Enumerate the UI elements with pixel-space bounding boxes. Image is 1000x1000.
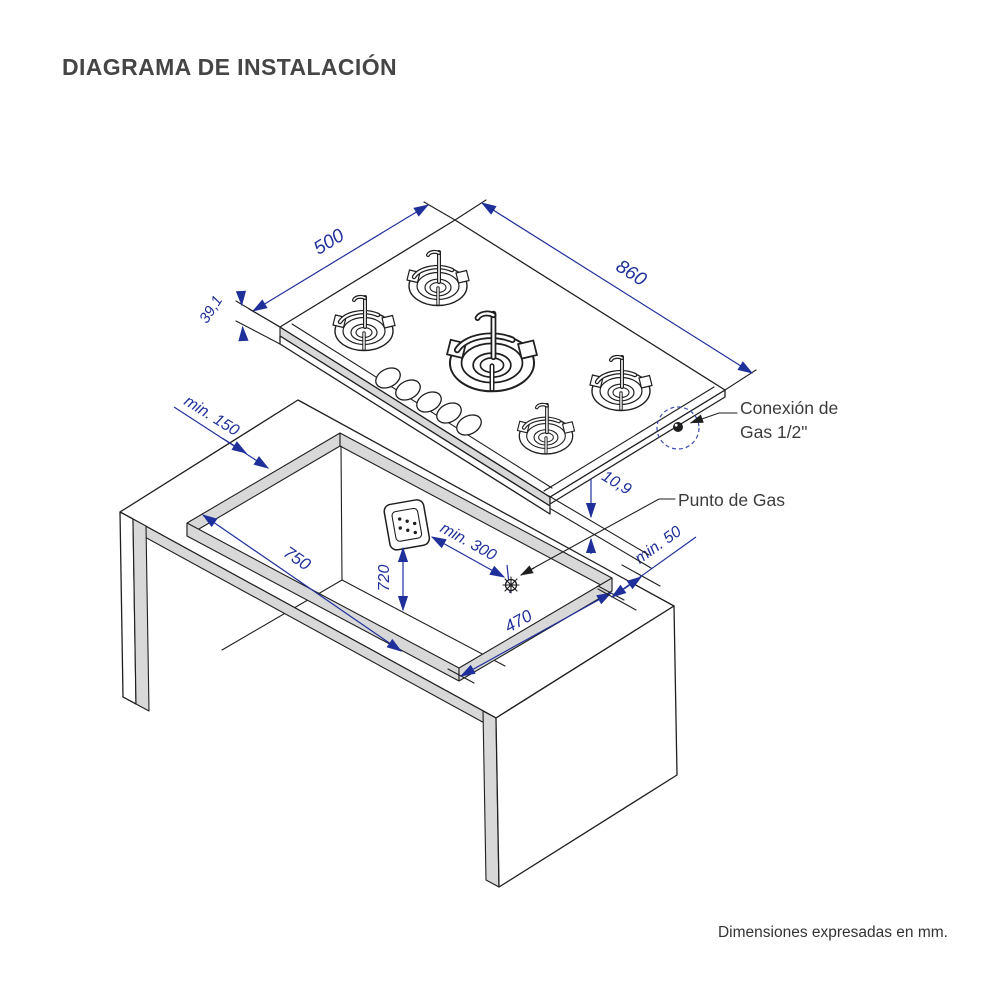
dim-label-front-margin: min. 150 bbox=[181, 393, 242, 440]
control-knobs bbox=[375, 367, 482, 436]
knob bbox=[375, 367, 401, 389]
gas-connection-dot-highlight bbox=[674, 423, 678, 427]
gas-point-label: Punto de Gas bbox=[678, 490, 785, 510]
knob bbox=[395, 379, 421, 401]
leader-arrow bbox=[689, 414, 704, 424]
knob bbox=[436, 402, 462, 424]
knob bbox=[416, 391, 442, 413]
ext-line bbox=[454, 199, 487, 221]
dim-arrow bbox=[623, 576, 643, 590]
dim-line-min300 bbox=[430, 536, 506, 578]
gas-connection-highlight-circle bbox=[656, 406, 700, 450]
callouts: Conexión de Gas 1/2" Punto de Gas bbox=[502, 398, 838, 594]
ext-line bbox=[597, 588, 637, 611]
ext-line bbox=[235, 320, 281, 345]
dim-arrow bbox=[238, 325, 249, 342]
gas-connection-dot bbox=[673, 422, 683, 432]
left-leg-edge bbox=[132, 518, 150, 712]
dim-arrow bbox=[235, 290, 247, 307]
right-leg-face bbox=[495, 605, 678, 888]
ext-line bbox=[548, 495, 650, 556]
dim-line-470 bbox=[459, 592, 613, 677]
knob bbox=[456, 414, 482, 436]
gas-point-leader bbox=[529, 498, 676, 571]
ext-line bbox=[550, 508, 652, 569]
ext-line bbox=[423, 201, 456, 221]
dim-label-thickness: 39,1 bbox=[196, 293, 226, 327]
dim-label-width: 860 bbox=[612, 256, 650, 291]
dim-line-500 bbox=[251, 204, 430, 312]
glass-bezel-right bbox=[543, 386, 715, 492]
dim-label-outlet-height: 720 bbox=[376, 565, 393, 592]
leader-arrow bbox=[520, 565, 535, 576]
page-title: DIAGRAMA DE INSTALACIÓN bbox=[62, 54, 398, 80]
gas-connection-leader bbox=[695, 412, 738, 422]
glass-edge-frame bbox=[279, 335, 551, 515]
dim-label-side-margin: min. 50 bbox=[632, 523, 685, 567]
ext-line bbox=[621, 564, 661, 587]
footer-note: Dimensiones expresadas en mm. bbox=[717, 924, 948, 941]
dim-arrow bbox=[221, 437, 248, 454]
gas-connection-label-line2: Gas 1/2" bbox=[740, 422, 808, 442]
dim-line-860 bbox=[480, 202, 754, 374]
dim-line-min150 bbox=[173, 406, 270, 469]
ext-line bbox=[235, 300, 281, 328]
dim-line-750 bbox=[201, 514, 403, 652]
gas-connection-label-line1: Conexión de bbox=[740, 398, 838, 418]
dim-label-depth: 500 bbox=[310, 225, 348, 260]
electrical-outlet bbox=[383, 499, 431, 551]
dim-label-edge-offset: 10,9 bbox=[599, 468, 635, 499]
gas-point-symbol bbox=[502, 576, 520, 594]
